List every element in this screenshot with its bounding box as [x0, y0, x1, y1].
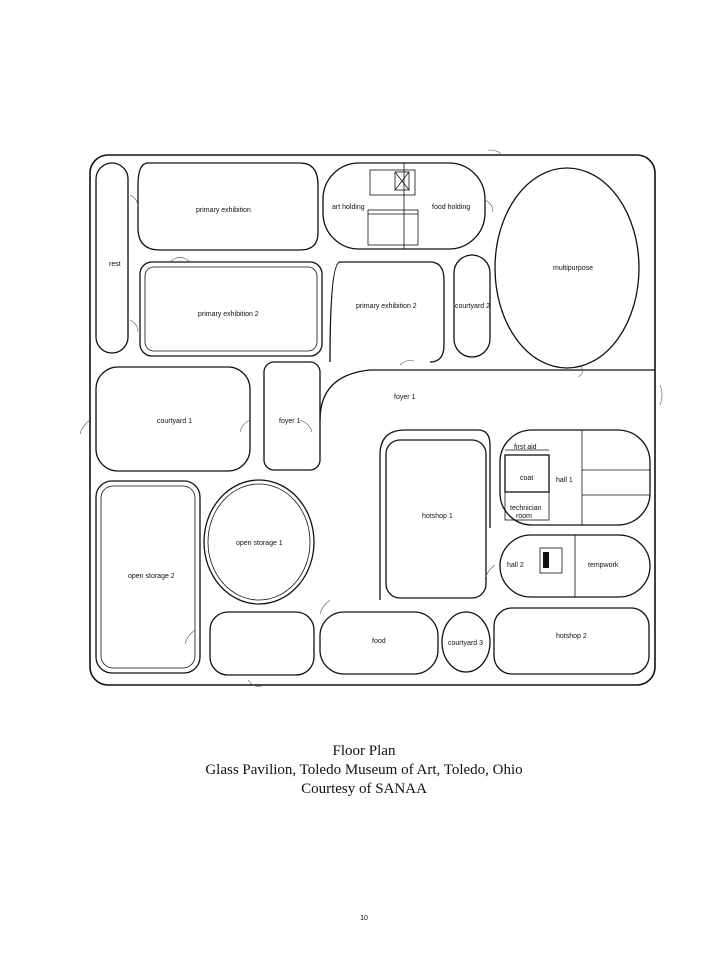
label-courtyard-2: courtyard 2 — [455, 303, 490, 310]
foyer-1-left-room — [263, 361, 321, 471]
courtyard-3-room — [441, 611, 491, 673]
label-hotshop-2: hotshop 2 — [556, 633, 587, 640]
multipurpose-room — [494, 167, 640, 369]
label-primary-exhibition-2-center: primary exhibition 2 — [356, 303, 417, 310]
label-hotshop-1: hotshop 1 — [422, 513, 453, 520]
food-room — [319, 611, 439, 675]
technician-room-box — [504, 491, 550, 521]
caption-credit: Courtesy of SANAA — [301, 781, 427, 797]
open-storage-1-room — [203, 479, 315, 605]
courtyard-1-room — [95, 366, 251, 472]
primary-exhibition-2-room — [139, 261, 323, 357]
bottom-left-room — [209, 611, 315, 676]
hotshop-1-room — [385, 439, 487, 599]
label-hall-2: hall 2 — [507, 562, 524, 569]
label-tempwork: tempwork — [588, 562, 619, 569]
stair-2-box — [543, 552, 549, 568]
label-technician: technician — [510, 505, 542, 512]
rest-room — [95, 162, 129, 354]
label-courtyard-1: courtyard 1 — [157, 418, 192, 425]
label-primary-exhibition-2-left: primary exhibition 2 — [198, 311, 259, 318]
open-storage-2-room — [95, 480, 201, 674]
label-primary-exhibition: primary exhibition — [196, 207, 251, 214]
primary-exhibition-room — [137, 162, 319, 251]
coat-room — [504, 454, 550, 493]
hotshop-2-room — [493, 607, 650, 675]
door-swings — [79, 149, 663, 687]
stair-box — [369, 169, 416, 196]
caption-title: Floor Plan — [332, 743, 396, 759]
label-room: room — [516, 513, 532, 520]
floor-plan-drawing: primary exhibition art holding food hold… — [79, 149, 663, 687]
page-number: 10 — [360, 915, 368, 922]
label-food: food — [372, 638, 386, 645]
label-open-storage-2: open storage 2 — [128, 573, 175, 580]
label-foyer-1-top: foyer 1 — [394, 394, 416, 401]
label-art-holding: art holding — [332, 204, 365, 211]
label-open-storage-1: open storage 1 — [236, 540, 283, 547]
label-rest: rest — [109, 261, 121, 268]
service-cluster — [499, 429, 651, 526]
label-multipurpose: multipurpose — [553, 265, 593, 272]
courtyard-2-room — [453, 254, 491, 358]
label-foyer-1-left: foyer 1 — [279, 418, 301, 425]
label-coat: coat — [520, 475, 533, 482]
elevator-box — [367, 209, 419, 246]
label-courtyard-3: courtyard 3 — [448, 640, 483, 647]
label-first-aid: first aid — [514, 444, 537, 451]
label-hall-1: hall 1 — [556, 477, 573, 484]
label-food-holding: food holding — [432, 204, 470, 211]
caption-subtitle: Glass Pavilion, Toledo Museum of Art, To… — [205, 762, 523, 778]
